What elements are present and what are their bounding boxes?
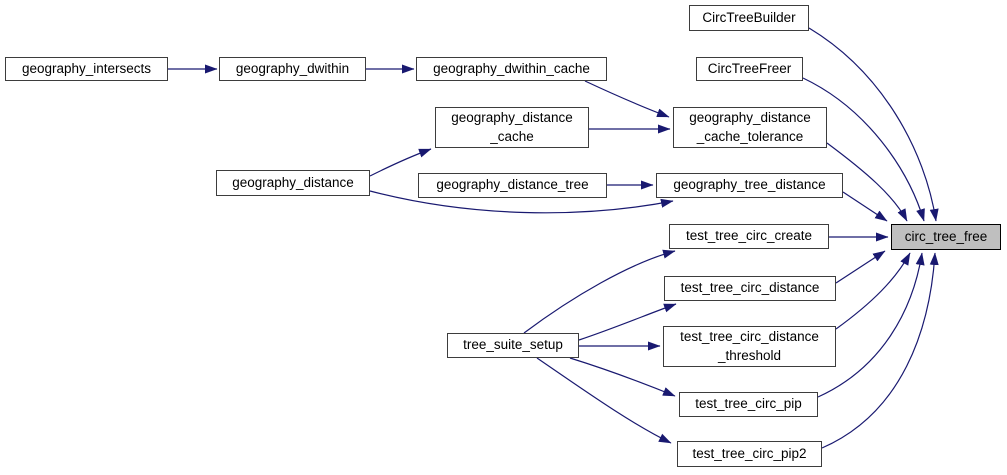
node-test-tree-circ-pip[interactable]: test_tree_circ_pip <box>679 392 818 417</box>
edge-geography-tree-distance-to-circ-tree-free <box>842 191 888 222</box>
edge-test-tree-circ-pip2-to-circ-tree-free <box>821 252 939 449</box>
edge-geography-distance-cache-tolerance-to-circ-tree-free <box>826 142 908 222</box>
node-geography-distance-tree[interactable]: geography_distance_tree <box>418 173 607 198</box>
node-tree-suite-setup[interactable]: tree_suite_setup <box>447 333 579 358</box>
edge-tree-suite-setup-to-test-tree-circ-pip2 <box>536 357 672 444</box>
node-test-tree-circ-create[interactable]: test_tree_circ_create <box>669 224 829 249</box>
node-circ-tree-free: circ_tree_free <box>891 224 1001 250</box>
node-geography-tree-distance[interactable]: geography_tree_distance <box>656 173 843 198</box>
edge-circtreebuilder-to-circ-tree-free <box>808 27 939 222</box>
edge-tree-suite-setup-to-test-tree-circ-distance <box>578 303 677 341</box>
edge-test-tree-circ-distance-threshold-to-circ-tree-free <box>835 252 911 330</box>
edge-test-tree-circ-distance-to-circ-tree-free <box>835 250 886 284</box>
edge-test-tree-circ-pip-to-circ-tree-free <box>817 252 925 398</box>
node-test-tree-circ-distance[interactable]: test_tree_circ_distance <box>664 276 836 301</box>
edge-geography-dwithin-cache-to-geography-distance-cache-tolerance <box>584 80 670 118</box>
node-test-tree-circ-pip2[interactable]: test_tree_circ_pip2 <box>677 441 822 467</box>
edge-tree-suite-setup-to-test-tree-circ-create <box>523 249 676 334</box>
node-geography-dwithin-cache[interactable]: geography_dwithin_cache <box>416 57 607 81</box>
node-geography-distance-cache-tolerance[interactable]: geography_distance _cache_tolerance <box>673 107 827 148</box>
edge-geography-distance-to-geography-tree-distance <box>369 190 674 214</box>
node-geography-distance-cache[interactable]: geography_distance _cache <box>435 107 589 148</box>
node-geography-intersects[interactable]: geography_intersects <box>5 57 168 81</box>
edge-circtreefreer-to-circ-tree-free <box>802 77 925 222</box>
node-circtreefreer[interactable]: CircTreeFreer <box>696 57 803 81</box>
edge-tree-suite-setup-to-test-tree-circ-pip <box>569 357 676 397</box>
edge-geography-distance-to-geography-distance-cache <box>369 148 432 177</box>
node-test-tree-circ-distance-threshold[interactable]: test_tree_circ_distance _threshold <box>663 326 836 367</box>
node-geography-distance[interactable]: geography_distance <box>216 170 370 196</box>
node-circtreebuilder[interactable]: CircTreeBuilder <box>689 5 809 31</box>
node-geography-dwithin[interactable]: geography_dwithin <box>219 57 366 81</box>
